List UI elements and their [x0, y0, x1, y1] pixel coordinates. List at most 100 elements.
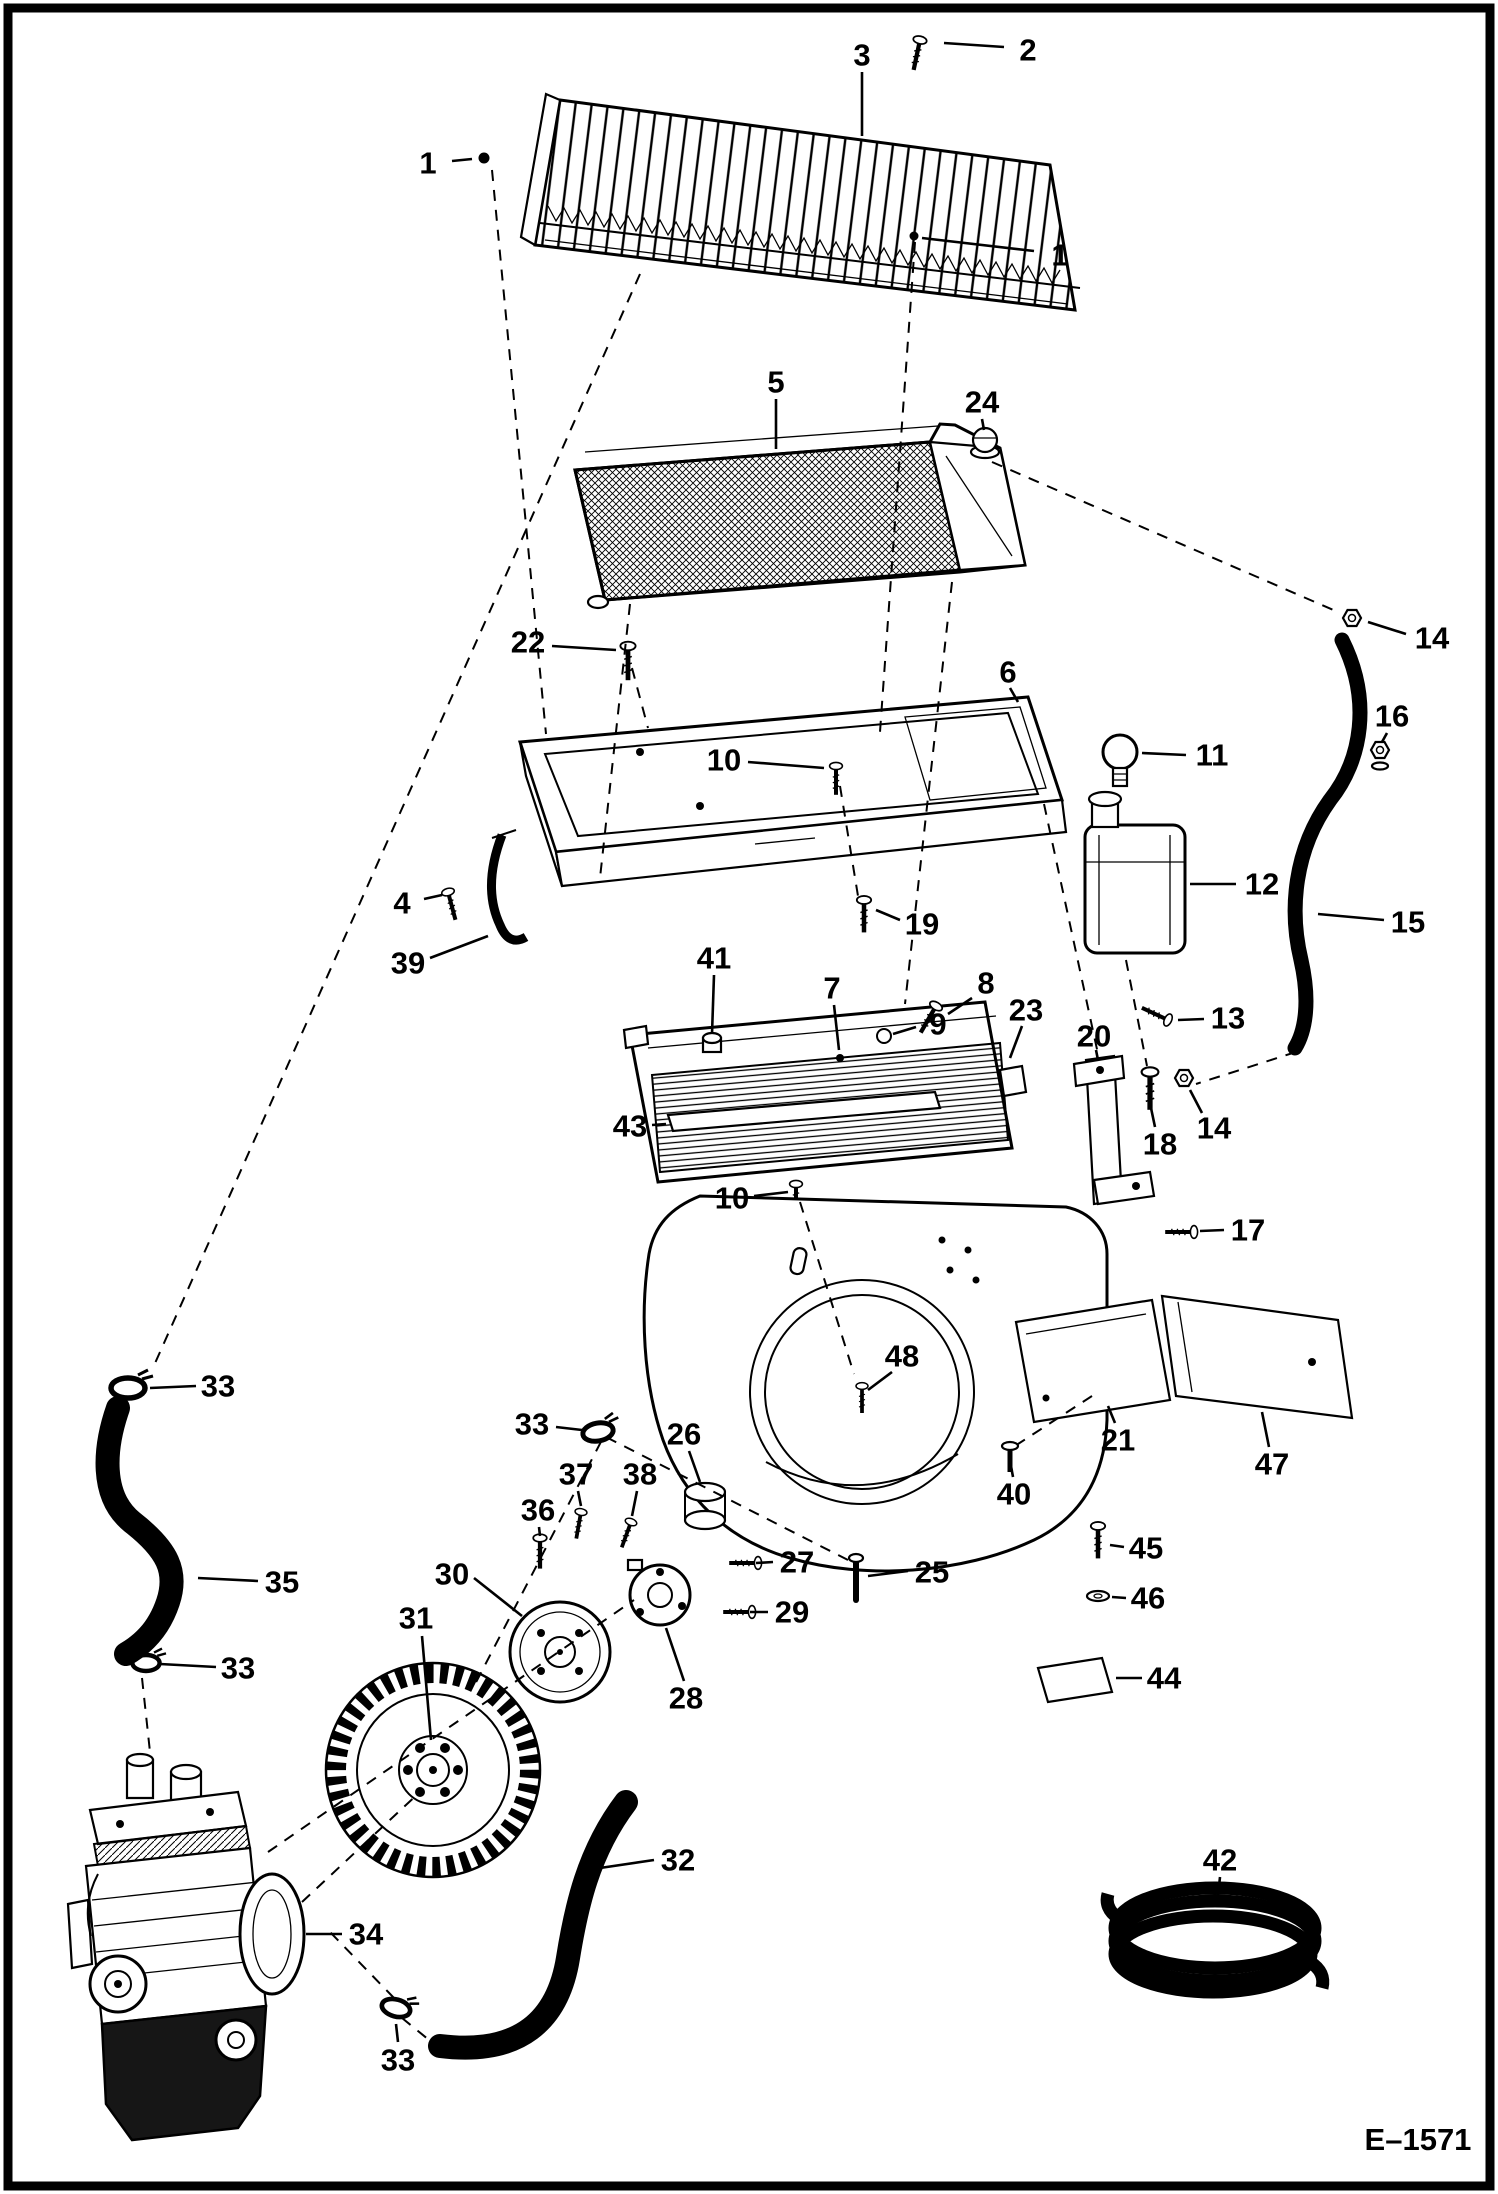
flywheel-housing — [238, 1872, 306, 1996]
seal-strip-43 — [666, 1090, 942, 1133]
callout-37-35: 37 — [559, 1457, 593, 1492]
part-hose-32 — [428, 1790, 638, 2060]
callout-25-41: 25 — [915, 1555, 949, 1590]
callout-leader-32-50 — [599, 1858, 655, 1870]
callout-4-14: 4 — [393, 886, 411, 921]
callout-leader-39-16 — [429, 934, 489, 960]
callout-29-45: 29 — [775, 1595, 809, 1630]
callout-leader-14-7 — [1367, 620, 1407, 636]
callout-leader-33-53 — [394, 2023, 400, 2043]
grille-screw-hole — [909, 231, 919, 241]
callout-leader-36-38 — [537, 1526, 542, 1537]
grommet-9 — [876, 1028, 892, 1044]
callout-18-24: 18 — [1143, 1127, 1177, 1162]
callout-leader-6-9 — [1008, 687, 1020, 703]
fitting-41 — [701, 1031, 723, 1054]
callout-leader-42-52 — [1216, 1876, 1222, 1897]
callout-21-33: 21 — [1101, 1423, 1135, 1458]
nut-14-lower — [1173, 1068, 1195, 1088]
washer-46 — [1085, 1589, 1111, 1603]
callout-41-17: 41 — [697, 941, 731, 976]
callout-6-9: 6 — [999, 655, 1016, 690]
callout-leader-25-41 — [867, 1569, 909, 1578]
page-border — [3, 3, 1495, 2191]
part-water-pump-28 — [626, 1558, 692, 1627]
callout-leader-35-42 — [197, 1576, 259, 1583]
callout-leader-24-5 — [980, 418, 986, 431]
callout-leader-1-2 — [451, 157, 473, 163]
callout-leader-46-44 — [1111, 1595, 1127, 1600]
callout-17-28: 17 — [1231, 1213, 1265, 1248]
callout-23-20: 23 — [1009, 993, 1043, 1028]
radiator-outlet — [586, 594, 610, 610]
callout-10-10: 10 — [707, 743, 741, 778]
part-engine-34 — [66, 1752, 306, 2142]
callout-leader-45-40 — [1109, 1543, 1125, 1549]
rivet-40 — [1000, 1440, 1020, 1472]
callout-39-16: 39 — [391, 946, 425, 981]
callout-10-27: 10 — [715, 1181, 749, 1216]
part-bracket-20 — [1072, 1054, 1156, 1206]
callout-leader-33-29 — [149, 1384, 197, 1390]
callout-leader-47-34 — [1260, 1411, 1271, 1448]
callout-leader-31-46 — [420, 1635, 433, 1741]
part-hose-coil-42 — [1100, 1881, 1330, 1999]
part-mounting-tray-6 — [517, 695, 1068, 888]
callout-34-51: 34 — [349, 1917, 384, 1952]
callout-27-39: 27 — [780, 1545, 814, 1580]
callout-leader-10-10 — [747, 760, 825, 770]
callout-leader-30-43 — [473, 1576, 523, 1618]
callout-48-30: 48 — [885, 1339, 919, 1374]
callout-30-43: 30 — [435, 1557, 469, 1592]
callout-2-0: 2 — [1019, 33, 1036, 68]
part-cap-knob-11 — [1101, 733, 1139, 788]
callout-36-38: 36 — [521, 1493, 555, 1528]
callout-leader-16-8 — [1380, 732, 1389, 743]
callout-leader-19-15 — [875, 908, 901, 922]
callout-15-13: 15 — [1391, 905, 1425, 940]
callout-leader-9-21 — [892, 1025, 917, 1036]
callout-leader-26-32 — [687, 1450, 702, 1483]
part-flywheel-fan-31 — [324, 1661, 542, 1879]
part-grille-screen-3 — [519, 92, 1081, 312]
callout-33-47: 33 — [221, 1651, 255, 1686]
part-pad-44 — [1036, 1656, 1114, 1704]
callout-13-22: 13 — [1211, 1001, 1245, 1036]
callout-32-50: 32 — [661, 1843, 695, 1878]
callout-8-19: 8 — [977, 966, 994, 1001]
construction-lines — [141, 169, 1339, 2045]
callout-leader-38-36 — [630, 1490, 639, 1517]
callout-45-40: 45 — [1129, 1531, 1163, 1566]
callout-3-1: 3 — [853, 38, 870, 73]
callout-leader-23-20 — [1008, 1025, 1024, 1059]
nut-16 — [1369, 740, 1391, 771]
callout-26-32: 26 — [667, 1417, 701, 1452]
callout-7-18: 7 — [823, 971, 840, 1006]
callout-leader-10-27 — [753, 1190, 789, 1198]
callout-12-12: 12 — [1245, 867, 1279, 902]
callout-19-15: 19 — [905, 907, 939, 942]
callout-24-5: 24 — [965, 385, 1000, 420]
callout-leader-37-35 — [576, 1490, 583, 1507]
callout-leader-48-30 — [867, 1370, 893, 1392]
callout-leader-40-37 — [1009, 1465, 1015, 1478]
callout-22-6: 22 — [511, 625, 545, 660]
callout-14-25: 14 — [1197, 1111, 1232, 1146]
callout-leader-11-11 — [1141, 751, 1187, 757]
nut-14-upper — [1341, 608, 1363, 628]
callout-1-3: 1 — [1051, 238, 1068, 273]
callout-leader-33-31 — [555, 1425, 583, 1432]
callout-leader-8-19 — [947, 996, 973, 1016]
callout-leader-41-17 — [710, 974, 716, 1035]
callout-43-26: 43 — [613, 1109, 647, 1144]
callout-leader-43-26 — [651, 1122, 667, 1127]
callout-leader-7-18 — [832, 1004, 841, 1051]
callout-44-48: 44 — [1147, 1661, 1182, 1696]
callout-9-21: 9 — [929, 1007, 946, 1042]
callout-leader-17-28 — [1199, 1228, 1225, 1233]
figure-reference-label: E–1571 — [1365, 2122, 1472, 2157]
callout-42-52: 42 — [1203, 1843, 1237, 1878]
callout-leader-20-23 — [1094, 1049, 1100, 1061]
callout-11-11: 11 — [1196, 738, 1229, 773]
callout-leader-28-49 — [664, 1627, 686, 1682]
